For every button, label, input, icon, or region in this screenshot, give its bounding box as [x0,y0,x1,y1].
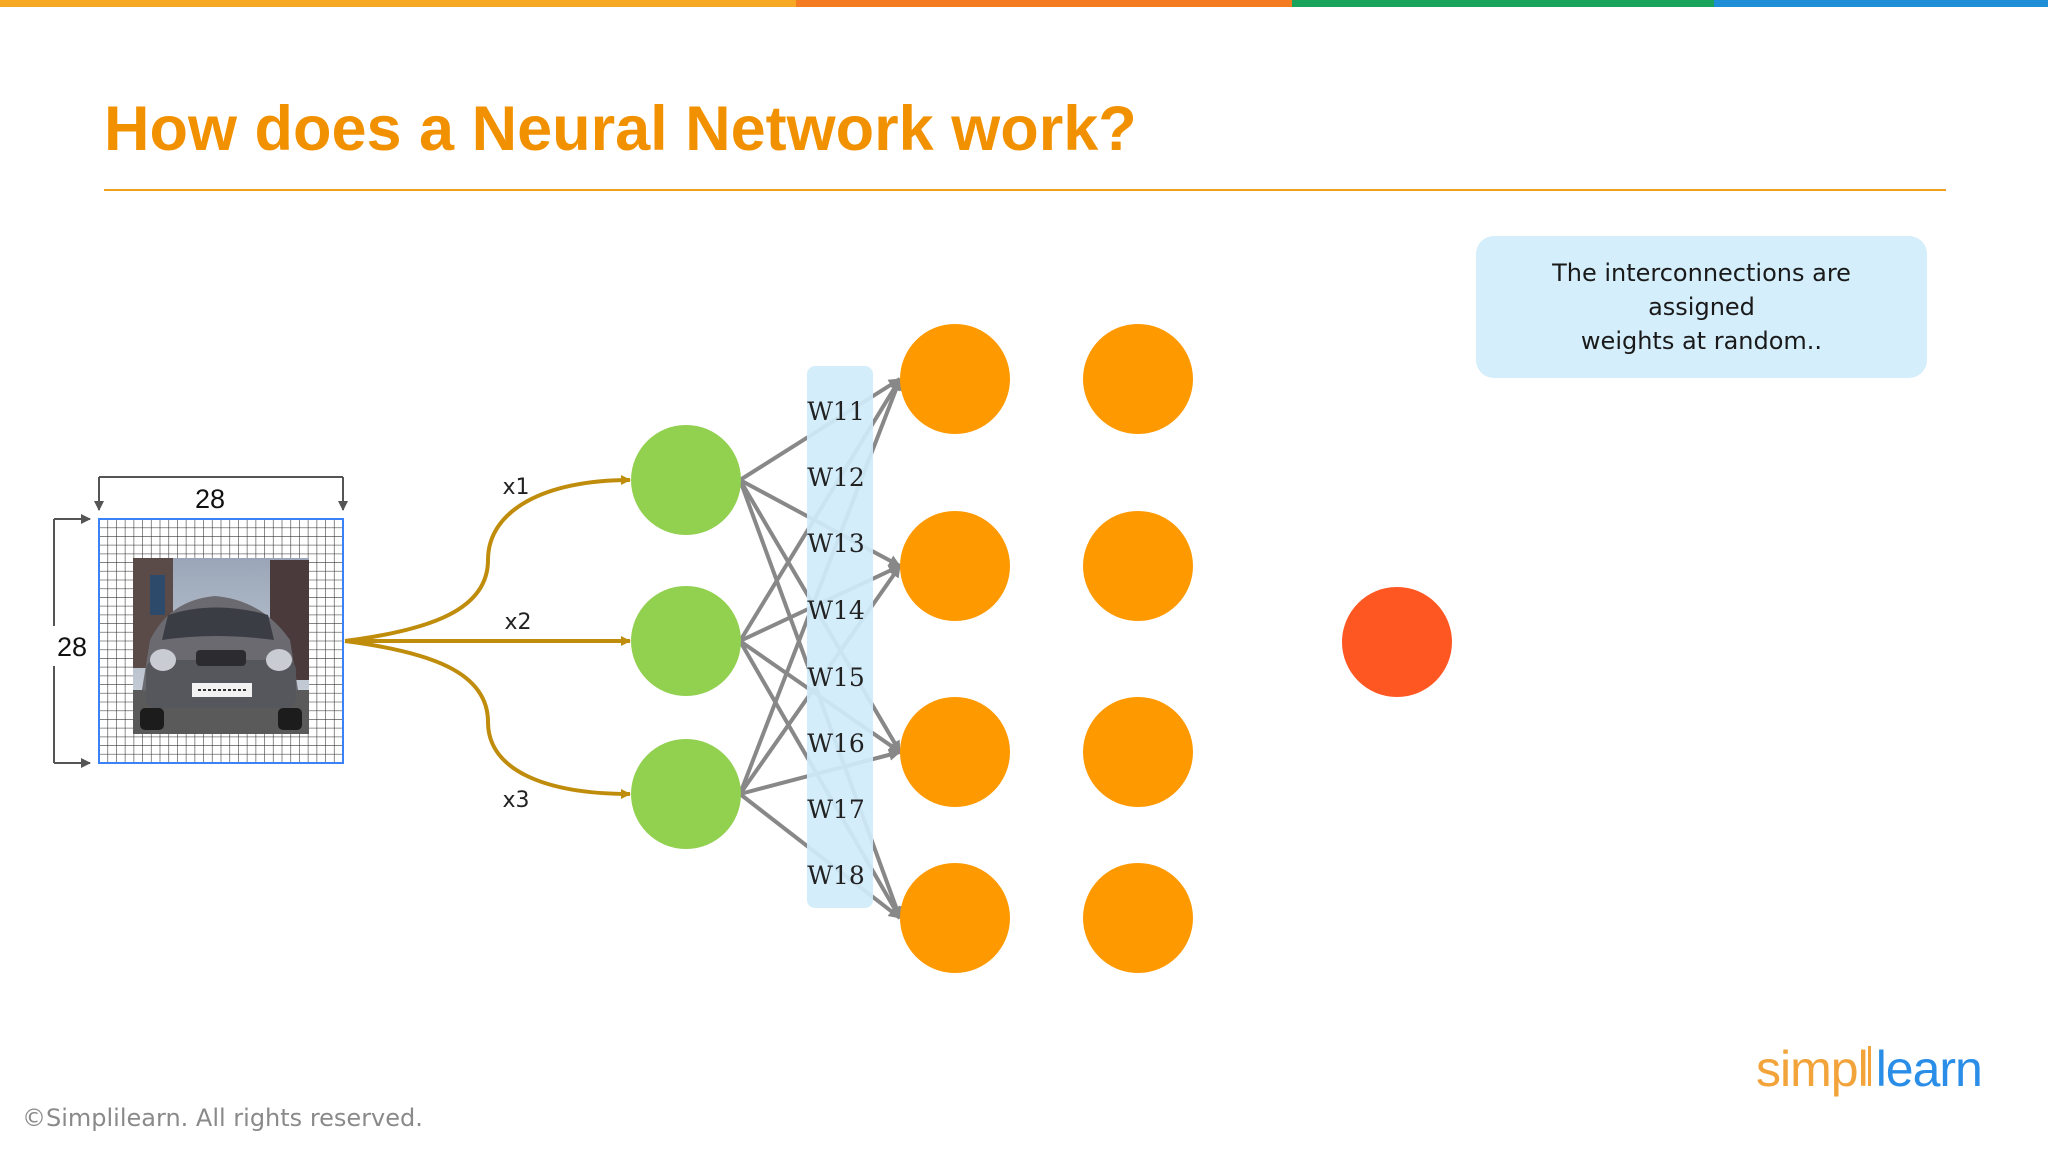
car-photo [133,558,309,734]
width-label: 28 [195,484,225,514]
callout-line-2: weights at random.. [1580,327,1823,355]
hidden2-node-4 [1083,863,1193,973]
weight-label-w18: W18 [807,861,865,890]
callout-line-1: The interconnections are assigned [1552,259,1851,321]
height-label: 28 [57,632,87,662]
input-image-grid [98,518,344,764]
weight-label-w13: W13 [807,529,865,558]
hidden2-node-3 [1083,697,1193,807]
input-node-1 [631,425,741,535]
weight-label-w11: W11 [807,397,865,426]
input-label-x1: x1 [502,475,529,500]
weight-label-w15: W15 [807,663,865,692]
title-underline [104,189,1946,191]
top-bar-segment-orange [796,0,1292,7]
arrow-x3 [344,639,631,799]
width-dimension: 28 [94,476,348,514]
hidden-layer-1 [900,324,1010,973]
weight-label-w12: W12 [807,463,865,492]
weight-label-w17: W17 [807,795,865,824]
hidden2-node-1 [1083,324,1193,434]
slide-title: How does a Neural Network work? [104,94,1137,164]
output-node [1342,587,1452,697]
arrow-x1 [344,475,631,643]
output-layer [1342,587,1452,697]
hidden1-node-2 [900,511,1010,621]
hidden-layer-2 [1083,324,1193,973]
hidden1-node-4 [900,863,1010,973]
copyright-text: ©Simplilearn. All rights reserved. [22,1104,423,1132]
hidden1-node-1 [900,324,1010,434]
hidden1-node-3 [900,697,1010,807]
input-layer [631,425,741,849]
top-bar-segment-yellow [0,0,796,7]
logo-divider [1867,1046,1876,1086]
callout-box: The interconnections are assigned weight… [1476,236,1927,378]
top-color-bar [0,0,2048,7]
height-dimension: 28 [52,514,92,768]
hidden2-node-2 [1083,511,1193,621]
logo-part-simpl: simpl [1756,1041,1869,1097]
input-node-2 [631,586,741,696]
weight-label-w14: W14 [807,596,865,625]
input-arrows: x1 x2 x3 [344,475,631,813]
weight-label-w16: W16 [807,729,865,758]
input-label-x2: x2 [504,610,531,635]
logo-part-learn: learn [1875,1041,1983,1097]
input-node-3 [631,739,741,849]
top-bar-segment-blue [1714,0,2048,7]
input-label-x3: x3 [502,788,529,813]
weights-band: W11 W12 W13 W14 W15 W16 W17 W18 [807,366,873,908]
top-bar-segment-green [1292,0,1714,7]
